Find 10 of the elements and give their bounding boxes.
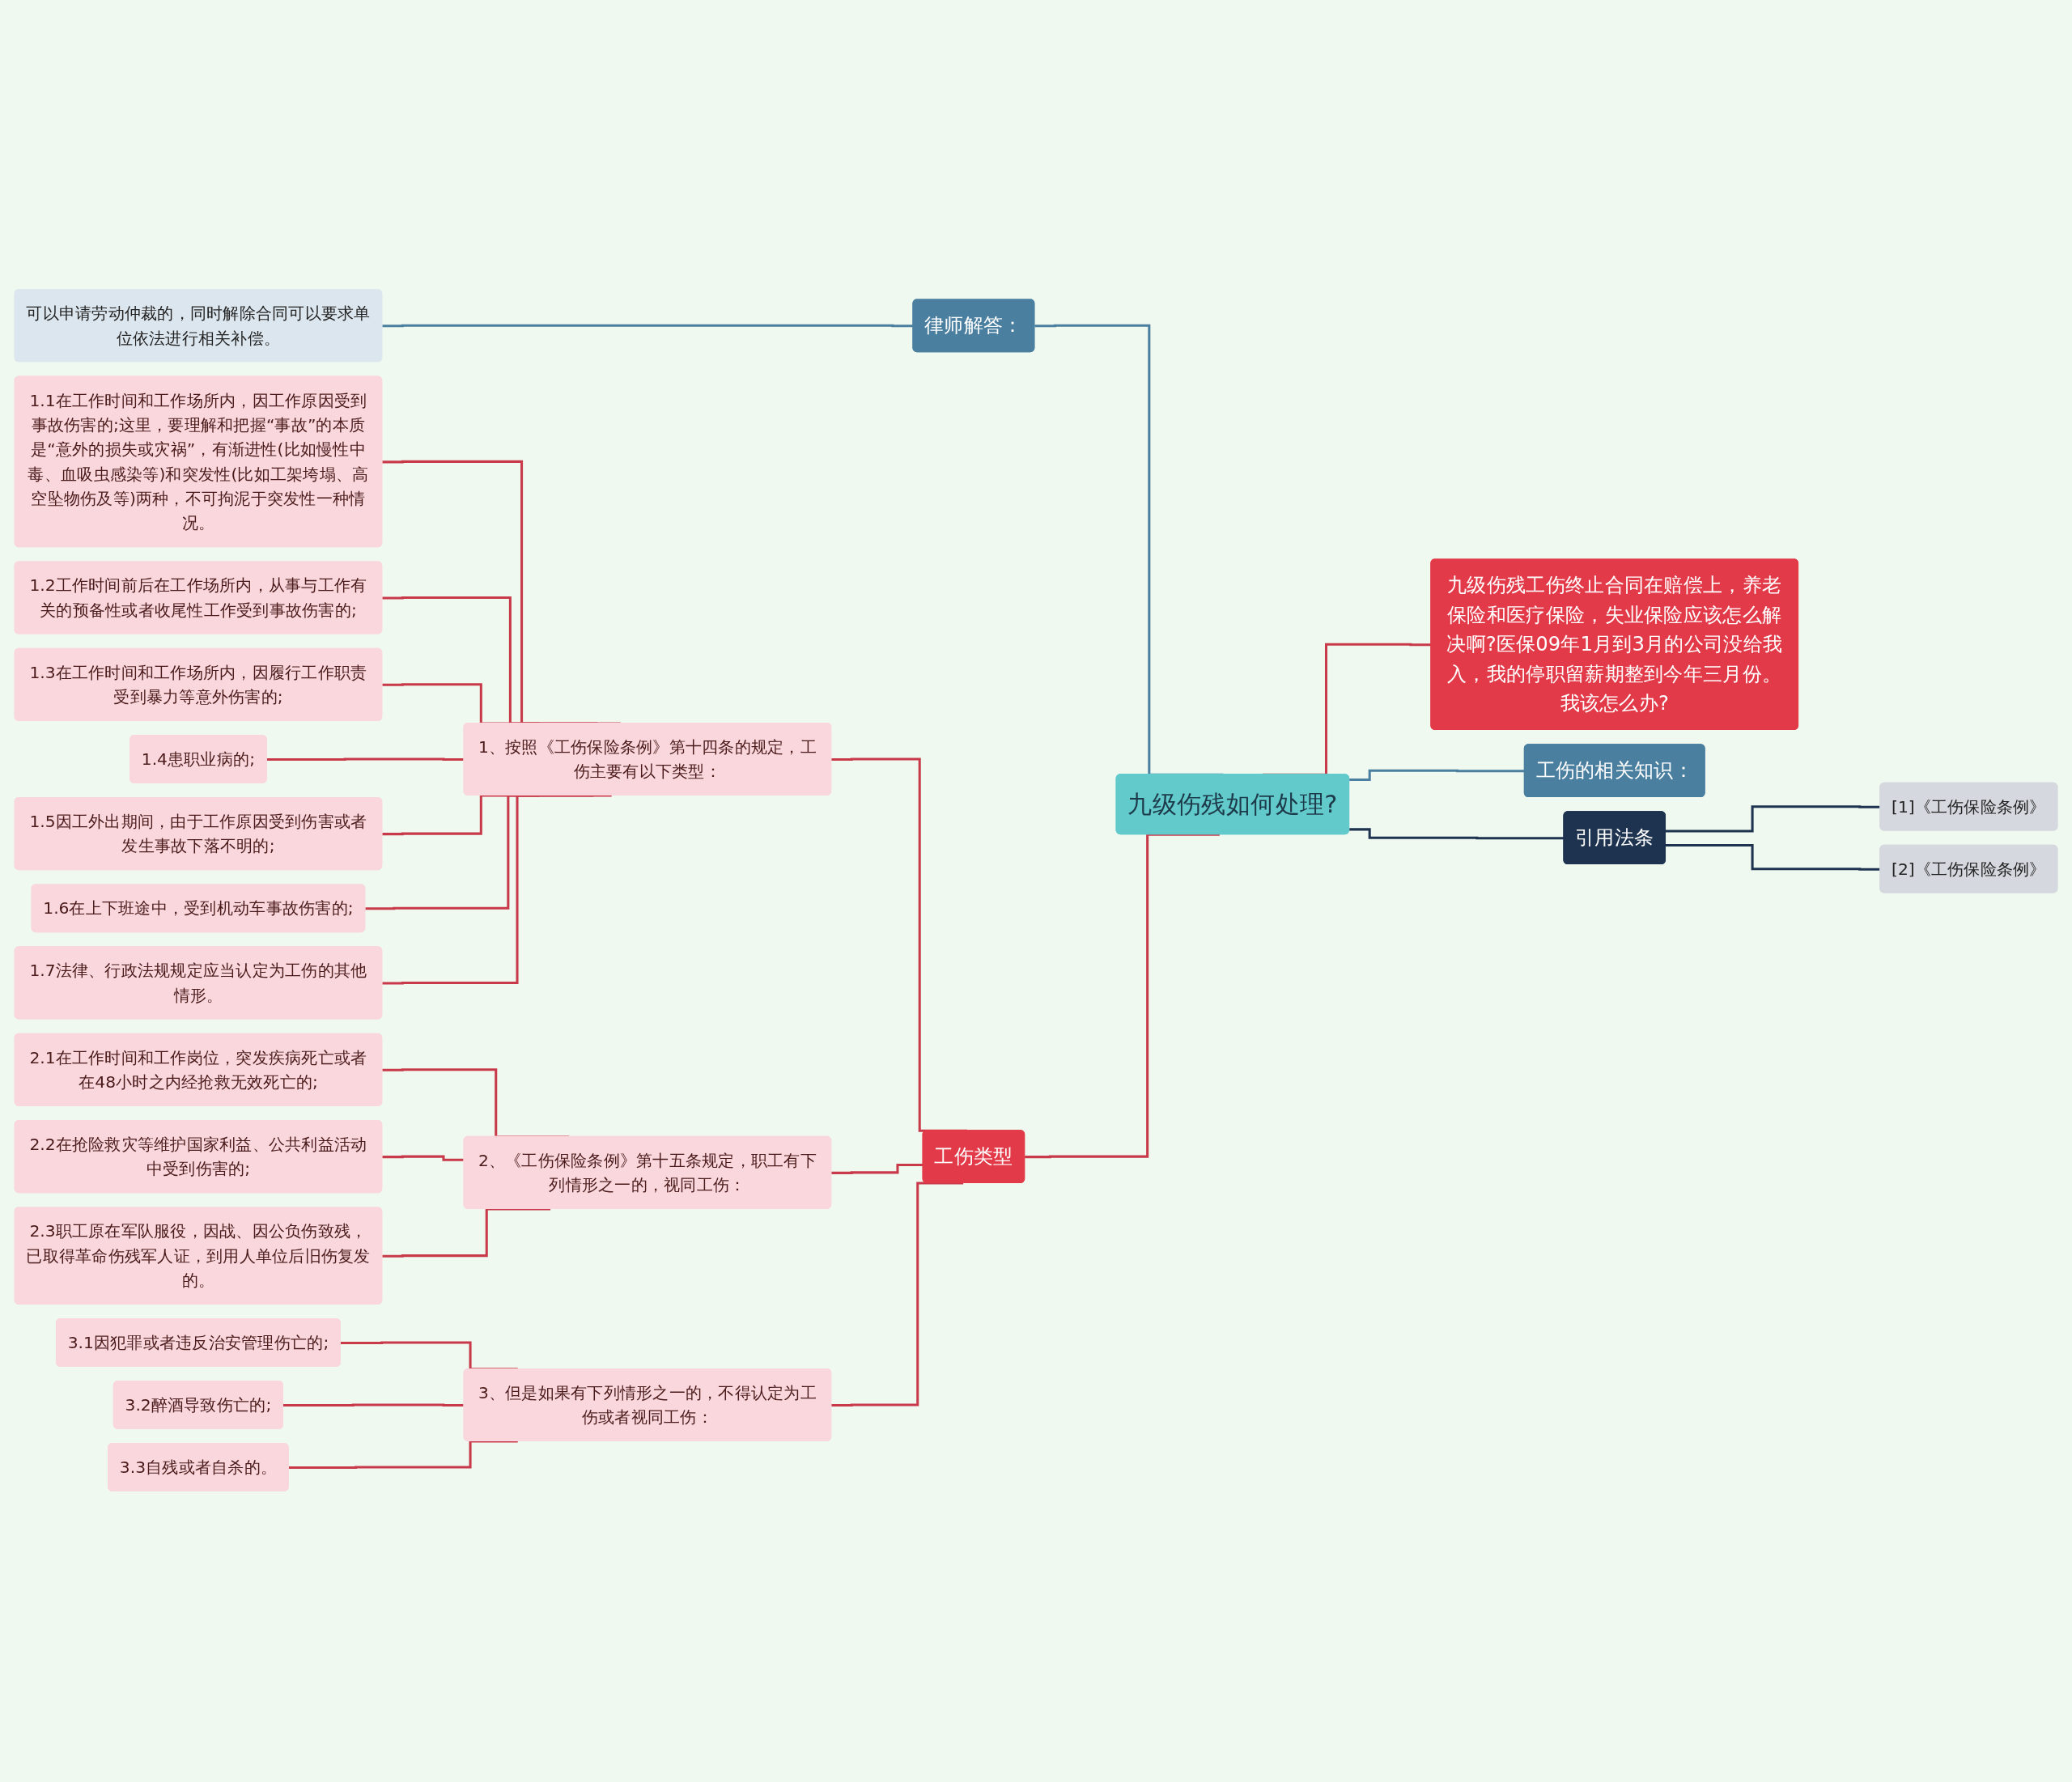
connector	[266, 757, 465, 761]
connector	[283, 1403, 465, 1407]
connector	[831, 1163, 923, 1174]
connector	[1025, 833, 1220, 1159]
connector	[382, 1155, 465, 1161]
connector	[382, 794, 612, 985]
connector	[382, 1207, 551, 1258]
connector	[831, 1182, 964, 1407]
connector	[1349, 769, 1525, 781]
connector	[288, 1440, 518, 1469]
